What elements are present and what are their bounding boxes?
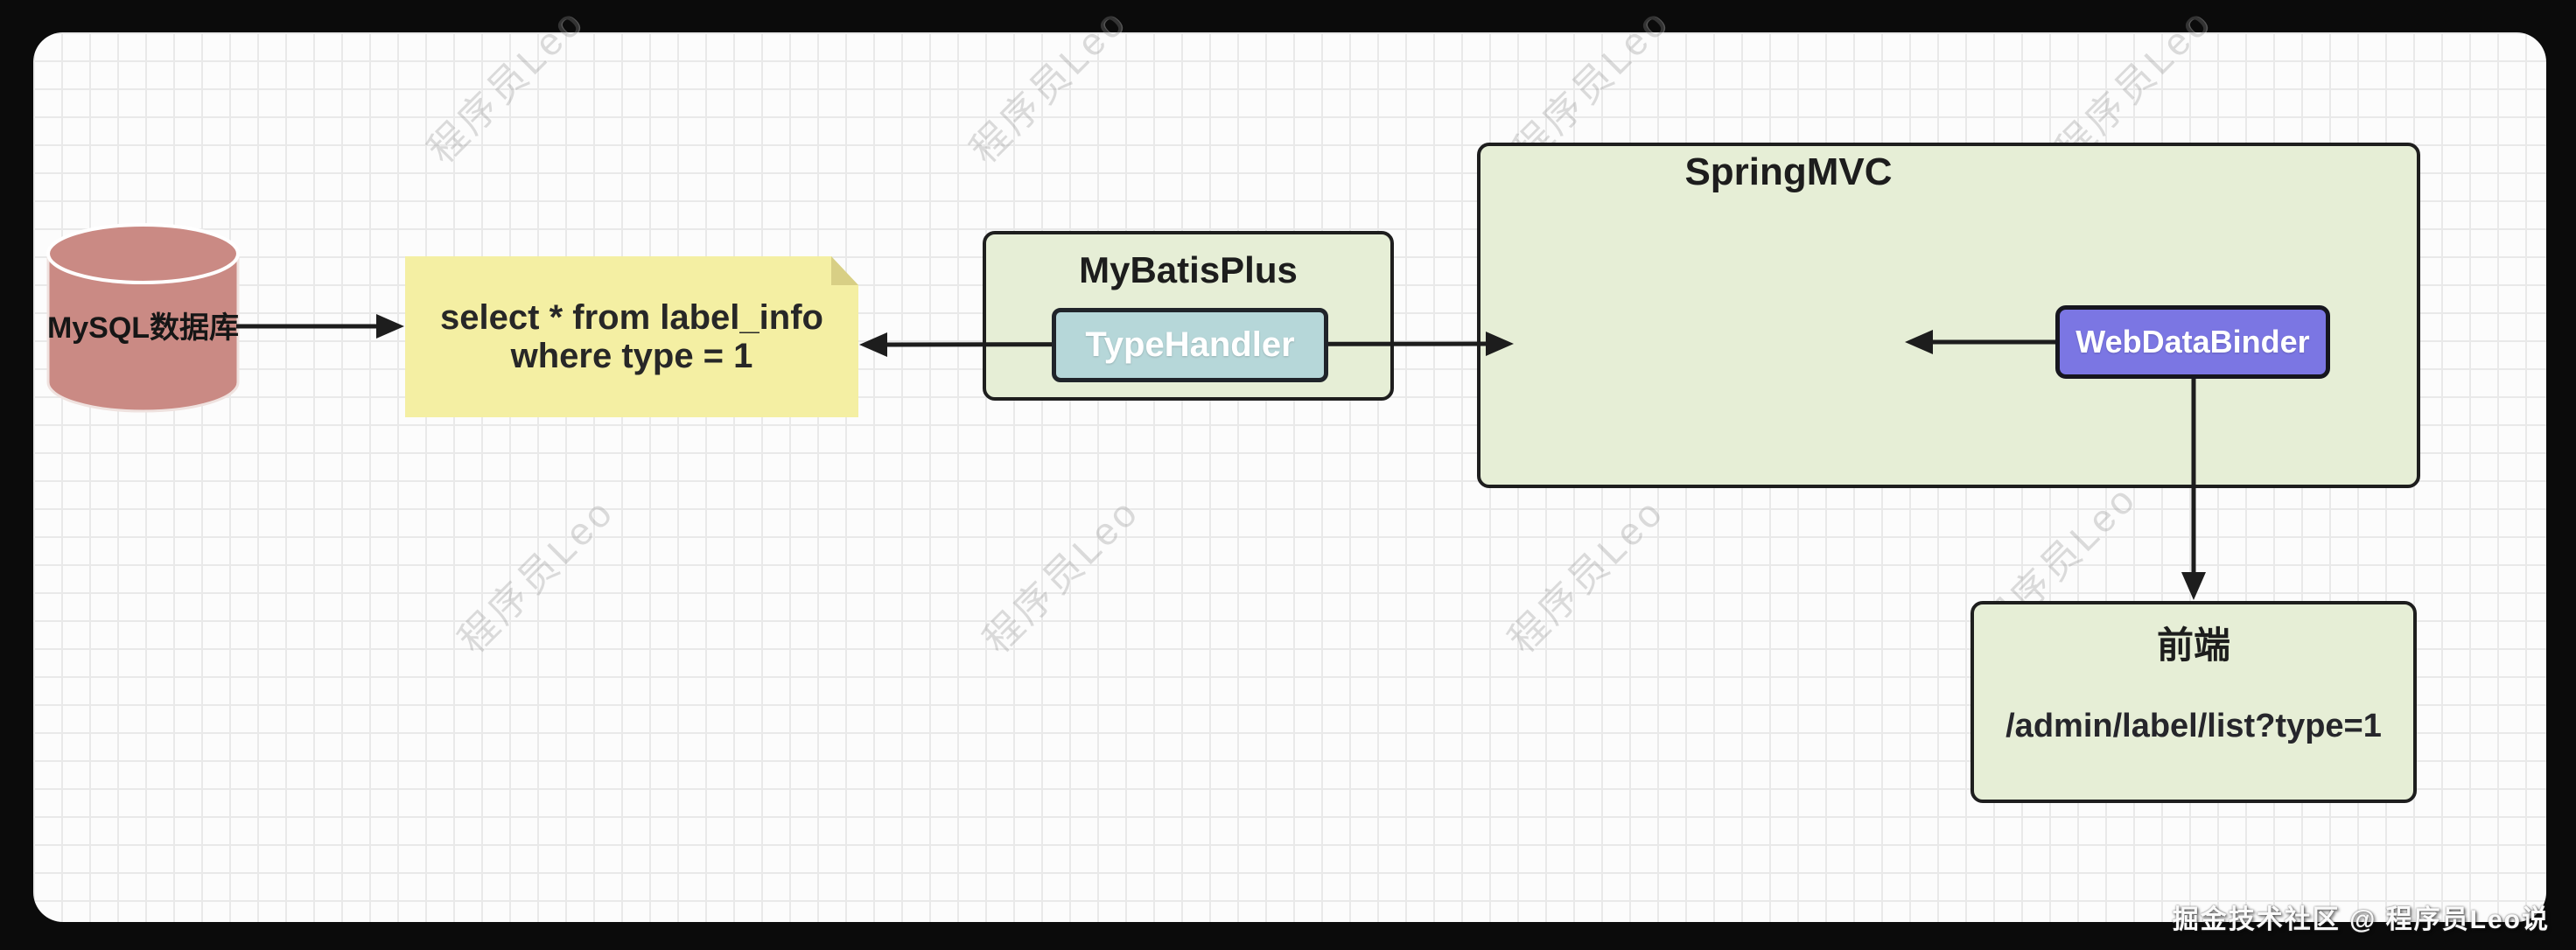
mybatisplus-title: MyBatisPlus xyxy=(1079,249,1298,290)
webdatabinder-label: WebDataBinder xyxy=(2076,324,2310,360)
typehandler-node: TypeHandler xyxy=(1052,308,1328,382)
sql-line-1: select * from label_info xyxy=(440,298,823,337)
frontend-title: 前端 xyxy=(2156,625,2230,666)
springmvc-title: SpringMVC xyxy=(1684,150,1893,193)
mysql-database-label: MySQL数据库 xyxy=(46,311,240,345)
typehandler-label: TypeHandler xyxy=(1085,325,1295,364)
sql-note-text: select * from label_info where type = 1 xyxy=(405,256,858,417)
sql-line-2: where type = 1 xyxy=(510,337,753,375)
frontend-url-text: /admin/label/list?type=1 xyxy=(2006,708,2382,744)
credit-watermark-text: 掘金技术社区 @ 程序员Leo说 xyxy=(2172,905,2550,934)
frontend-node: 前端 /admin/label/list?type=1 xyxy=(1970,601,2417,803)
webdatabinder-node: WebDataBinder xyxy=(2055,305,2330,379)
